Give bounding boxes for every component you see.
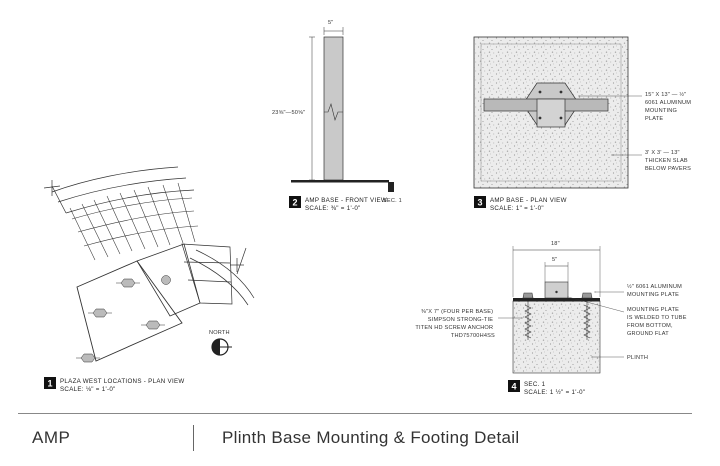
section-tube-dim: 5" — [552, 257, 558, 263]
view-3-scale: SCALE: 1" = 1'-0" — [490, 205, 544, 212]
section-anchor-note: ⅜"X 7" (FOUR PER BASE) SIMPSON STRONG-TI… — [415, 309, 495, 339]
view-2-scale: SCALE: ⅜" = 1'-0" — [305, 205, 361, 212]
view-2-title: AMP BASE - FRONT VIEW — [305, 197, 387, 204]
plan-view-base — [473, 36, 642, 189]
view-number-badge — [289, 196, 301, 208]
view-1-number: 1 — [48, 379, 53, 389]
view-3-number: 3 — [478, 198, 483, 208]
amp-base-marker — [76, 275, 171, 363]
section-plate-note: ½" 6061 ALUMINUM MOUNTING PLATE — [627, 283, 684, 298]
view-4-number: 4 — [512, 382, 517, 392]
plan-plate-note: 15" X 13" — ½" 6061 ALUMINUM MOUNTING PL… — [645, 91, 693, 122]
view-number-badge — [44, 377, 56, 389]
front-width-dim: 5" — [328, 20, 334, 26]
north-arrow-icon — [211, 338, 232, 356]
view-1-title: PLAZA WEST LOCATIONS - PLAN VIEW — [60, 378, 185, 385]
plan-slab-note: 3' X 3' — 13" THICKEN SLAB BELOW PAVERS — [645, 150, 691, 172]
front-sec-label: SEC. 1 — [383, 198, 402, 204]
view-4-scale: SCALE: 1 ½" = 1'-0" — [524, 389, 585, 396]
section-overall-dim: 18" — [551, 241, 560, 247]
view-2-number: 2 — [293, 198, 298, 208]
front-view-tube — [291, 27, 394, 192]
view-number-badge — [474, 196, 486, 208]
section-plinth-note: PLINTH — [627, 355, 648, 361]
north-label: NORTH — [209, 330, 230, 336]
view-1-scale: SCALE: ⅛" = 1'-0" — [60, 386, 116, 393]
section-view — [498, 246, 625, 374]
footer-sheet-title: Plinth Base Mounting & Footing Detail — [222, 428, 520, 447]
footer-project-name: AMP — [32, 428, 71, 447]
view-3-title: AMP BASE - PLAN VIEW — [490, 197, 567, 204]
footer-divider — [18, 413, 692, 414]
section-weld-note: MOUNTING PLATE IS WELDED TO TUBE FROM BO… — [627, 307, 688, 337]
view-number-badge — [508, 380, 520, 392]
footer-separator — [193, 425, 194, 451]
view-4-title: SEC. 1 — [524, 381, 546, 388]
plan-view-site — [43, 166, 255, 363]
front-height-dim: 23⅝"—50⅝" — [272, 110, 305, 116]
